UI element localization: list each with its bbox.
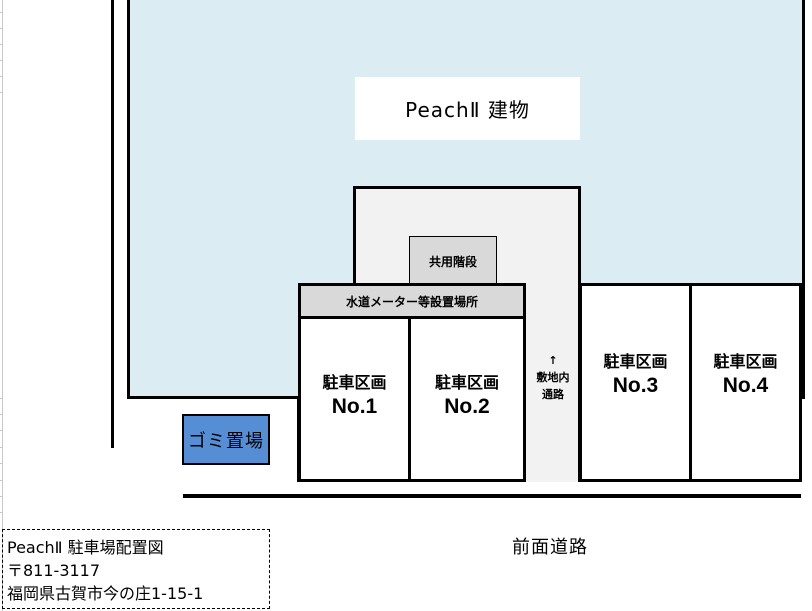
passage-label-line1: 敷地内 [536,371,570,384]
garbage-area-label: ゴミ置場 [188,430,264,452]
water-meter-area: 水道メーター等設置場所 [298,283,526,319]
info-address: 福岡県古賀市今の庄1-15-1 [7,584,204,603]
row-tick [0,463,3,464]
water-meter-label: 水道メーター等設置場所 [345,294,478,309]
parking-space-label: 駐車区画 [603,351,668,371]
parking-space-label: 駐車区画 [713,351,778,371]
parking-space-3: 駐車区画 No.3 [579,283,692,482]
row-tick [0,398,3,399]
row-tick [0,496,3,497]
row-tick [0,512,3,513]
row-tick [0,44,3,45]
arrow-up-icon: ↑ [548,354,558,367]
parking-space-label: 駐車区画 [434,373,499,392]
row-tick [0,12,3,13]
parking-space-4: 駐車区画 No.4 [689,283,802,482]
row-tick [0,76,3,77]
parking-space-1: 駐車区画 No.1 [298,316,411,482]
row-tick [0,28,3,29]
passage-label-line2: 通路 [542,388,564,401]
parking-space-label: 駐車区画 [322,373,387,392]
building-label: PeachⅡ 建物 [355,77,580,140]
internal-passage-label: ↑ 敷地内 通路 [526,352,580,412]
info-postal-code: 〒811-3117 [7,561,101,580]
row-tick [0,480,3,481]
parking-space-number: No.3 [612,373,659,397]
parking-space-number: No.2 [444,395,490,418]
shared-stairs: 共用階段 [409,236,497,286]
front-road-label: 前面道路 [512,537,588,558]
parking-space-number: No.4 [722,373,769,397]
row-tick [0,447,3,448]
garbage-area: ゴミ置場 [182,414,270,465]
shared-stairs-label: 共用階段 [428,254,477,269]
row-tick [0,60,3,61]
info-title: PeachⅡ 駐車場配置図 [7,538,164,557]
building-label-text: PeachⅡ 建物 [405,98,530,122]
row-tick [0,430,3,431]
site-boundary-left [111,0,114,448]
parking-space-2: 駐車区画 No.2 [408,316,526,482]
info-textbox[interactable]: PeachⅡ 駐車場配置図 〒811-3117 福岡県古賀市今の庄1-15-1 [2,529,270,609]
site-boundary-front [183,494,801,498]
row-tick [0,414,3,415]
parking-space-number: No.1 [331,395,378,418]
sheet-grid-edge [0,0,3,611]
row-tick [0,92,3,93]
